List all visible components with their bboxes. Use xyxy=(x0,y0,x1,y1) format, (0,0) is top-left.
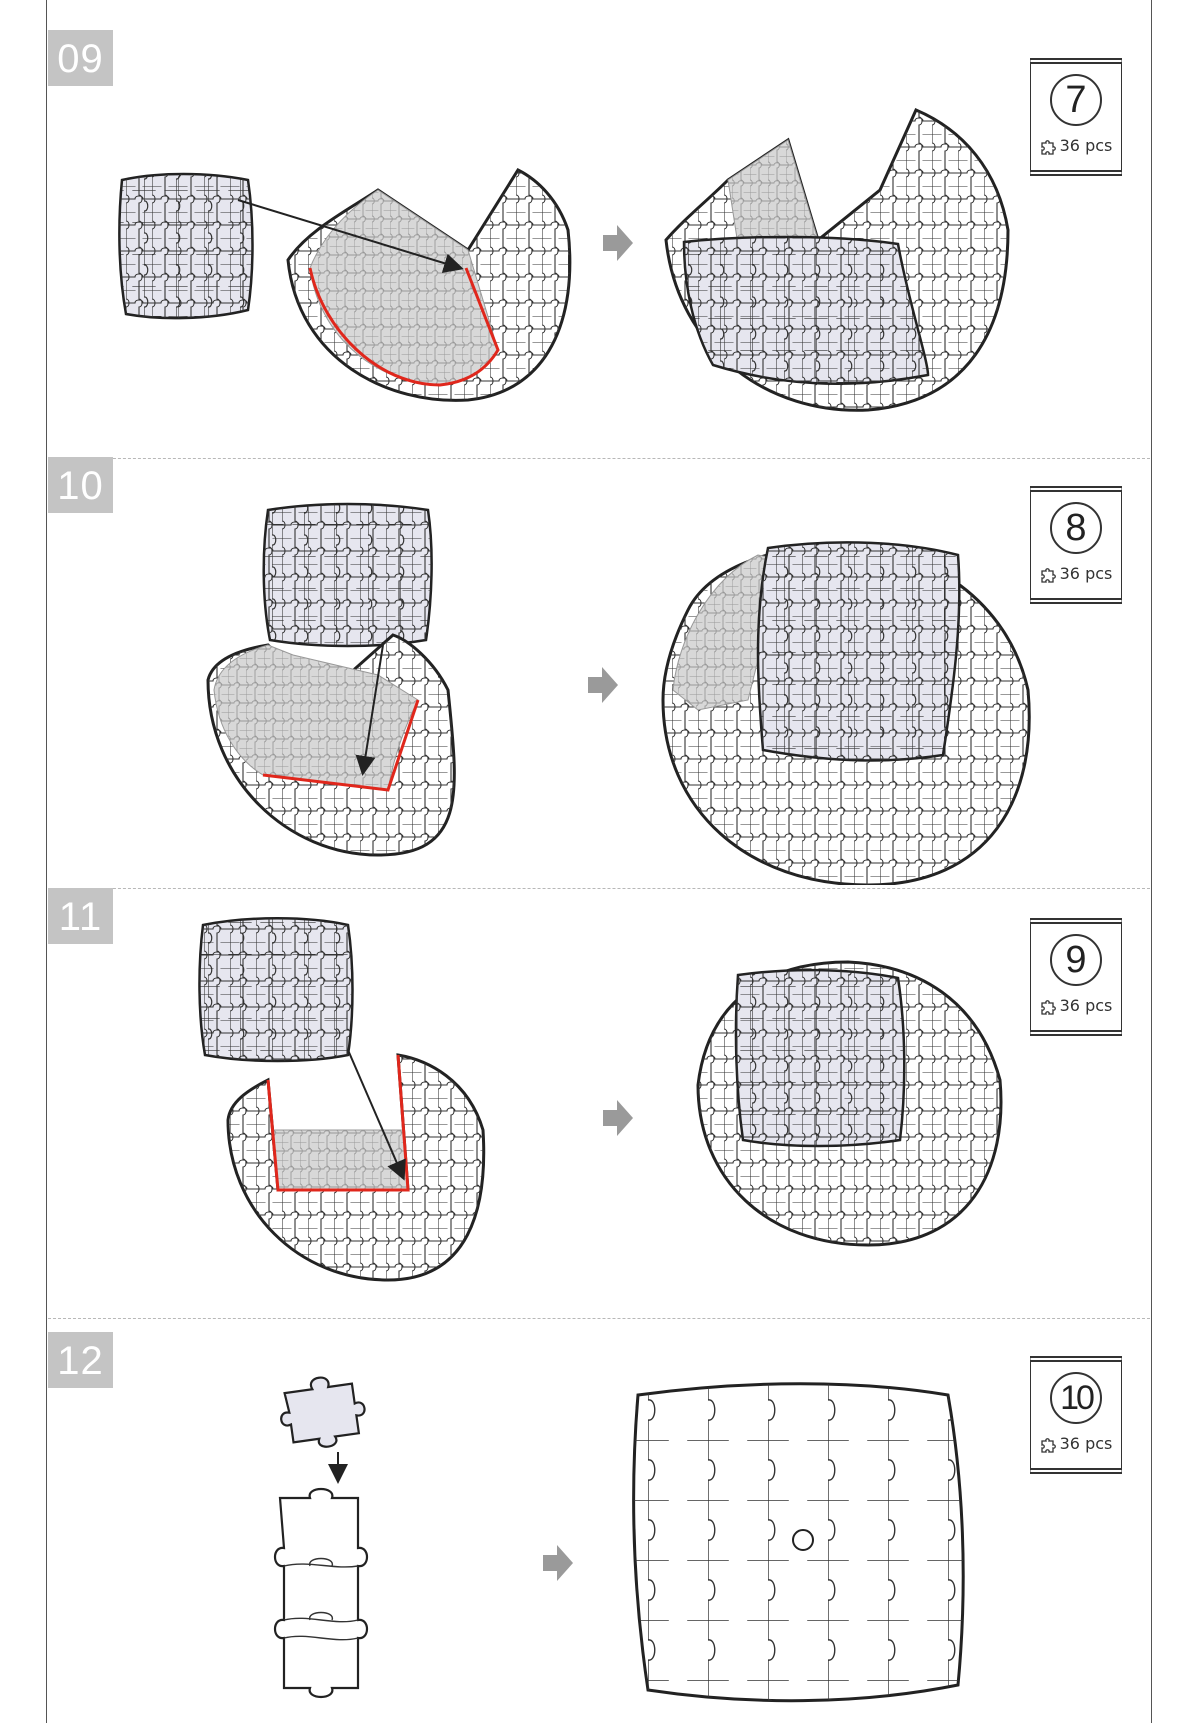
step-divider xyxy=(48,458,1150,459)
step-divider xyxy=(48,1318,1150,1319)
bag-number: 7 xyxy=(1050,74,1102,126)
puzzle-piece-icon xyxy=(1040,999,1056,1015)
step-number: 09 xyxy=(48,30,113,86)
step-illustration xyxy=(118,108,1010,412)
step-illustration xyxy=(206,502,1031,885)
page-frame xyxy=(46,0,1152,1723)
arrow-right-icon xyxy=(603,1100,633,1136)
bag-number: 9 xyxy=(1050,934,1102,986)
step-09: 09 7 36 pcs xyxy=(48,30,1150,455)
puzzle-piece xyxy=(280,1376,366,1448)
piece-count: 36 pcs xyxy=(1059,136,1113,155)
piece-count: 36 pcs xyxy=(1059,1434,1113,1453)
puzzle-piece-icon xyxy=(1040,1437,1056,1453)
step-divider xyxy=(48,888,1150,889)
step-number: 11 xyxy=(48,888,113,944)
puzzle-piece-icon xyxy=(1040,139,1056,155)
bag-number: 8 xyxy=(1050,502,1102,554)
piece-count: 36 pcs xyxy=(1059,996,1113,1015)
step-12: 12 10 36 pcs xyxy=(48,1320,1150,1723)
bag-indicator: 7 36 pcs xyxy=(1030,58,1122,176)
bag-number: 10 xyxy=(1050,1372,1102,1424)
step-illustration xyxy=(273,1376,965,1703)
piece-count: 36 pcs xyxy=(1059,564,1113,583)
puzzle-column xyxy=(273,1487,369,1699)
bag-indicator: 9 36 pcs xyxy=(1030,918,1122,1036)
puzzle-piece-icon xyxy=(1040,567,1056,583)
bag-indicator: 10 36 pcs xyxy=(1030,1356,1122,1474)
step-illustration xyxy=(198,917,1003,1282)
bag-indicator: 8 36 pcs xyxy=(1030,486,1122,604)
step-number: 12 xyxy=(48,1332,113,1388)
step-number: 10 xyxy=(48,457,113,513)
arrow-right-icon xyxy=(588,667,618,703)
arrow-right-icon xyxy=(603,225,633,261)
step-10: 10 8 36 pcs xyxy=(48,457,1150,885)
step-11: 11 9 36 pcs xyxy=(48,888,1150,1315)
center-hole xyxy=(792,1529,814,1551)
arrow-right-icon xyxy=(543,1545,573,1581)
